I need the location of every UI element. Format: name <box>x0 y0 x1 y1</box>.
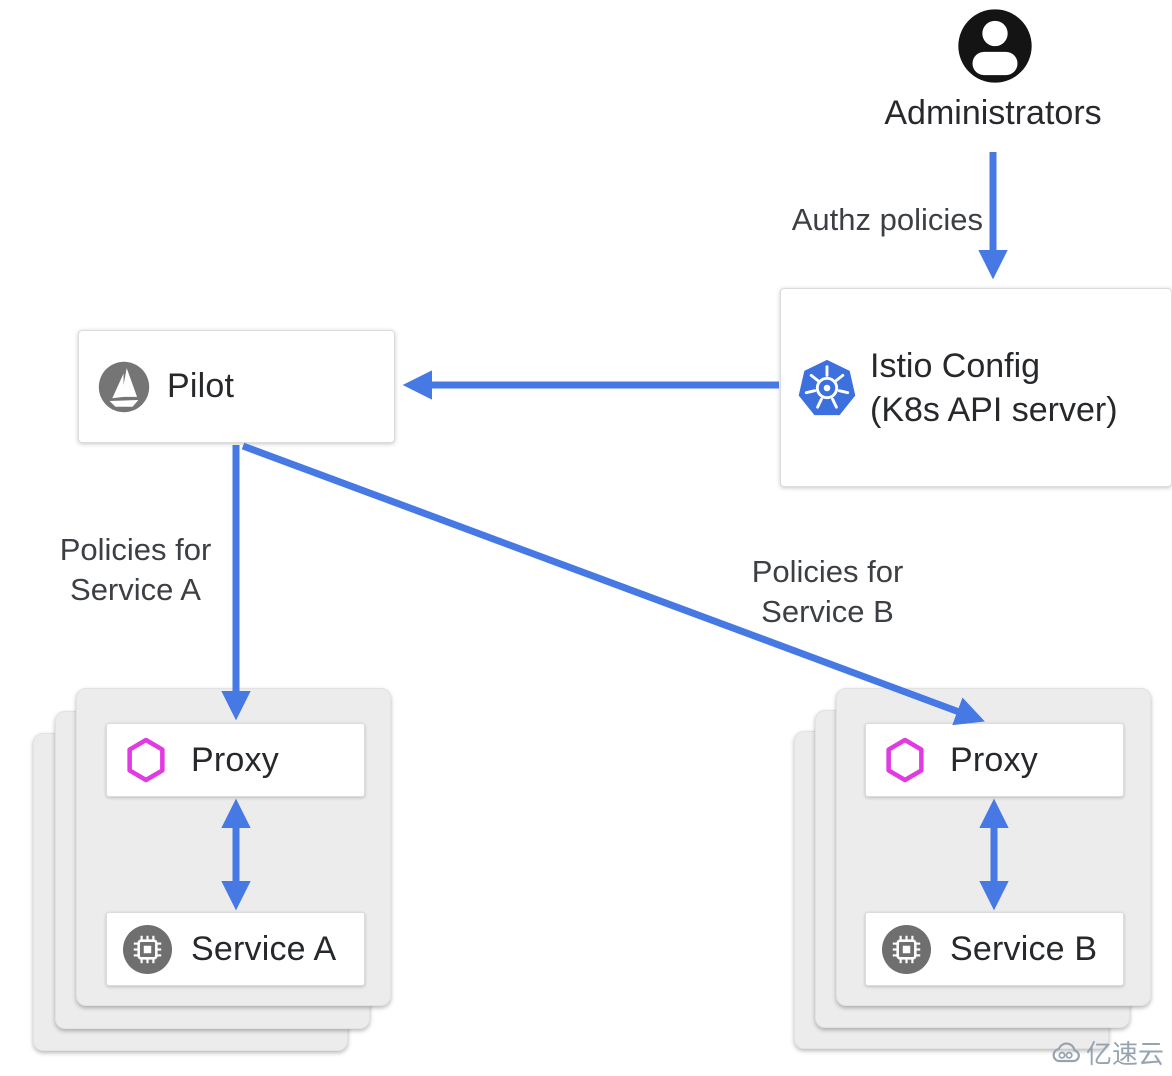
envoy-proxy-hexagon-icon <box>127 737 165 783</box>
yisu-cloud-watermark: 亿速云 <box>1050 1034 1164 1071</box>
watermark-text: 亿速云 <box>1085 1039 1164 1069</box>
envoy-proxy-hexagon-icon <box>886 737 924 783</box>
service-a-label: Service A <box>191 929 337 968</box>
istio-config-label: Istio Config (K8s API server) <box>870 346 1118 429</box>
administrators-person-icon <box>958 9 1032 83</box>
pilot-label: Pilot <box>167 367 235 405</box>
cloud-logo-icon <box>1052 1041 1080 1062</box>
service-b-label: Service B <box>950 929 1098 968</box>
proxy-a-label: Proxy <box>191 740 279 779</box>
service-b-node: Service B <box>865 912 1124 986</box>
kubernetes-icon <box>798 359 856 415</box>
policies-service-a-label: Policies for Service A <box>59 532 212 607</box>
administrators-label: Administrators <box>884 94 1102 132</box>
proxy-b-label: Proxy <box>950 740 1038 779</box>
service-chip-icon <box>881 924 932 974</box>
authz-policies-label: Authz policies <box>791 202 983 237</box>
istio-config-node: Istio Config (K8s API server) <box>780 288 1172 487</box>
proxy-b-node: Proxy <box>865 723 1124 797</box>
pilot-node: Pilot <box>78 330 395 443</box>
istio-pilot-sailboat-icon <box>98 361 150 412</box>
policies-service-b-label: Policies for Service B <box>751 554 904 629</box>
proxy-a-node: Proxy <box>106 723 365 797</box>
service-chip-icon <box>122 924 173 974</box>
service-a-node: Service A <box>106 912 365 986</box>
